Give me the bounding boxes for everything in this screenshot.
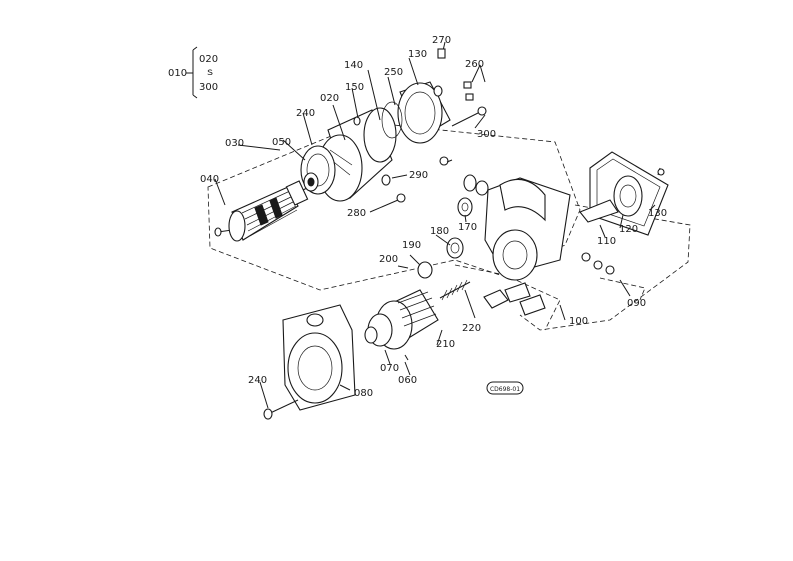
- label-070: 070: [380, 363, 399, 374]
- label-100: 100: [569, 316, 588, 327]
- bracket-label-300: 300: [199, 82, 218, 93]
- label-080: 080: [354, 388, 373, 399]
- label-230: 240: [248, 375, 267, 386]
- assembly-label: 010: [168, 68, 187, 79]
- label-120: 120: [619, 224, 638, 235]
- label-050: 050: [272, 137, 291, 148]
- label-130: 130: [648, 208, 667, 219]
- label-260: 270: [432, 35, 451, 46]
- assembly-group: 010 020 ｓ 300: [168, 46, 218, 99]
- label-030: 030: [225, 138, 244, 149]
- label-240-right: 250: [384, 67, 403, 78]
- label-060: 060: [398, 375, 417, 386]
- solenoid-plate: [579, 151, 669, 236]
- label-180: 180: [430, 226, 449, 237]
- label-290: 300: [477, 129, 496, 140]
- label-270: 280: [347, 208, 366, 219]
- label-280: 290: [409, 170, 428, 181]
- small-hardware: [353, 41, 487, 203]
- label-140: 130: [408, 49, 427, 60]
- label-220: 220: [462, 323, 481, 334]
- label-160: 150: [345, 82, 364, 93]
- svg-text:ｓ: ｓ: [205, 67, 215, 78]
- label-020: 020: [320, 93, 339, 104]
- bracket-label-020: 020: [199, 54, 218, 65]
- figure-badge: CD698-01: [486, 381, 524, 395]
- part-labels: 030 040 050 240 020 140 150 250 130 270 …: [200, 35, 667, 399]
- label-250: 260: [465, 59, 484, 70]
- yoke-field-frame: [317, 107, 397, 202]
- drive-assembly: [364, 279, 546, 361]
- label-210: 210: [436, 339, 455, 350]
- label-110: 110: [597, 236, 616, 247]
- label-090: 090: [627, 298, 646, 309]
- rear-cover: [381, 81, 451, 144]
- label-170: 170: [458, 222, 477, 233]
- label-240-left: 240: [296, 108, 315, 119]
- leader-lines: [214, 57, 656, 409]
- armature: [214, 178, 321, 242]
- label-150: 140: [344, 60, 363, 71]
- label-040: 040: [200, 174, 219, 185]
- end-plate: [300, 145, 336, 195]
- gear-train: [397, 174, 489, 279]
- label-190: 190: [402, 240, 421, 251]
- drive-housing: [263, 304, 356, 420]
- label-200: 200: [379, 254, 398, 265]
- gear-housing: [484, 177, 615, 281]
- figure-code: CD698-01: [490, 386, 520, 393]
